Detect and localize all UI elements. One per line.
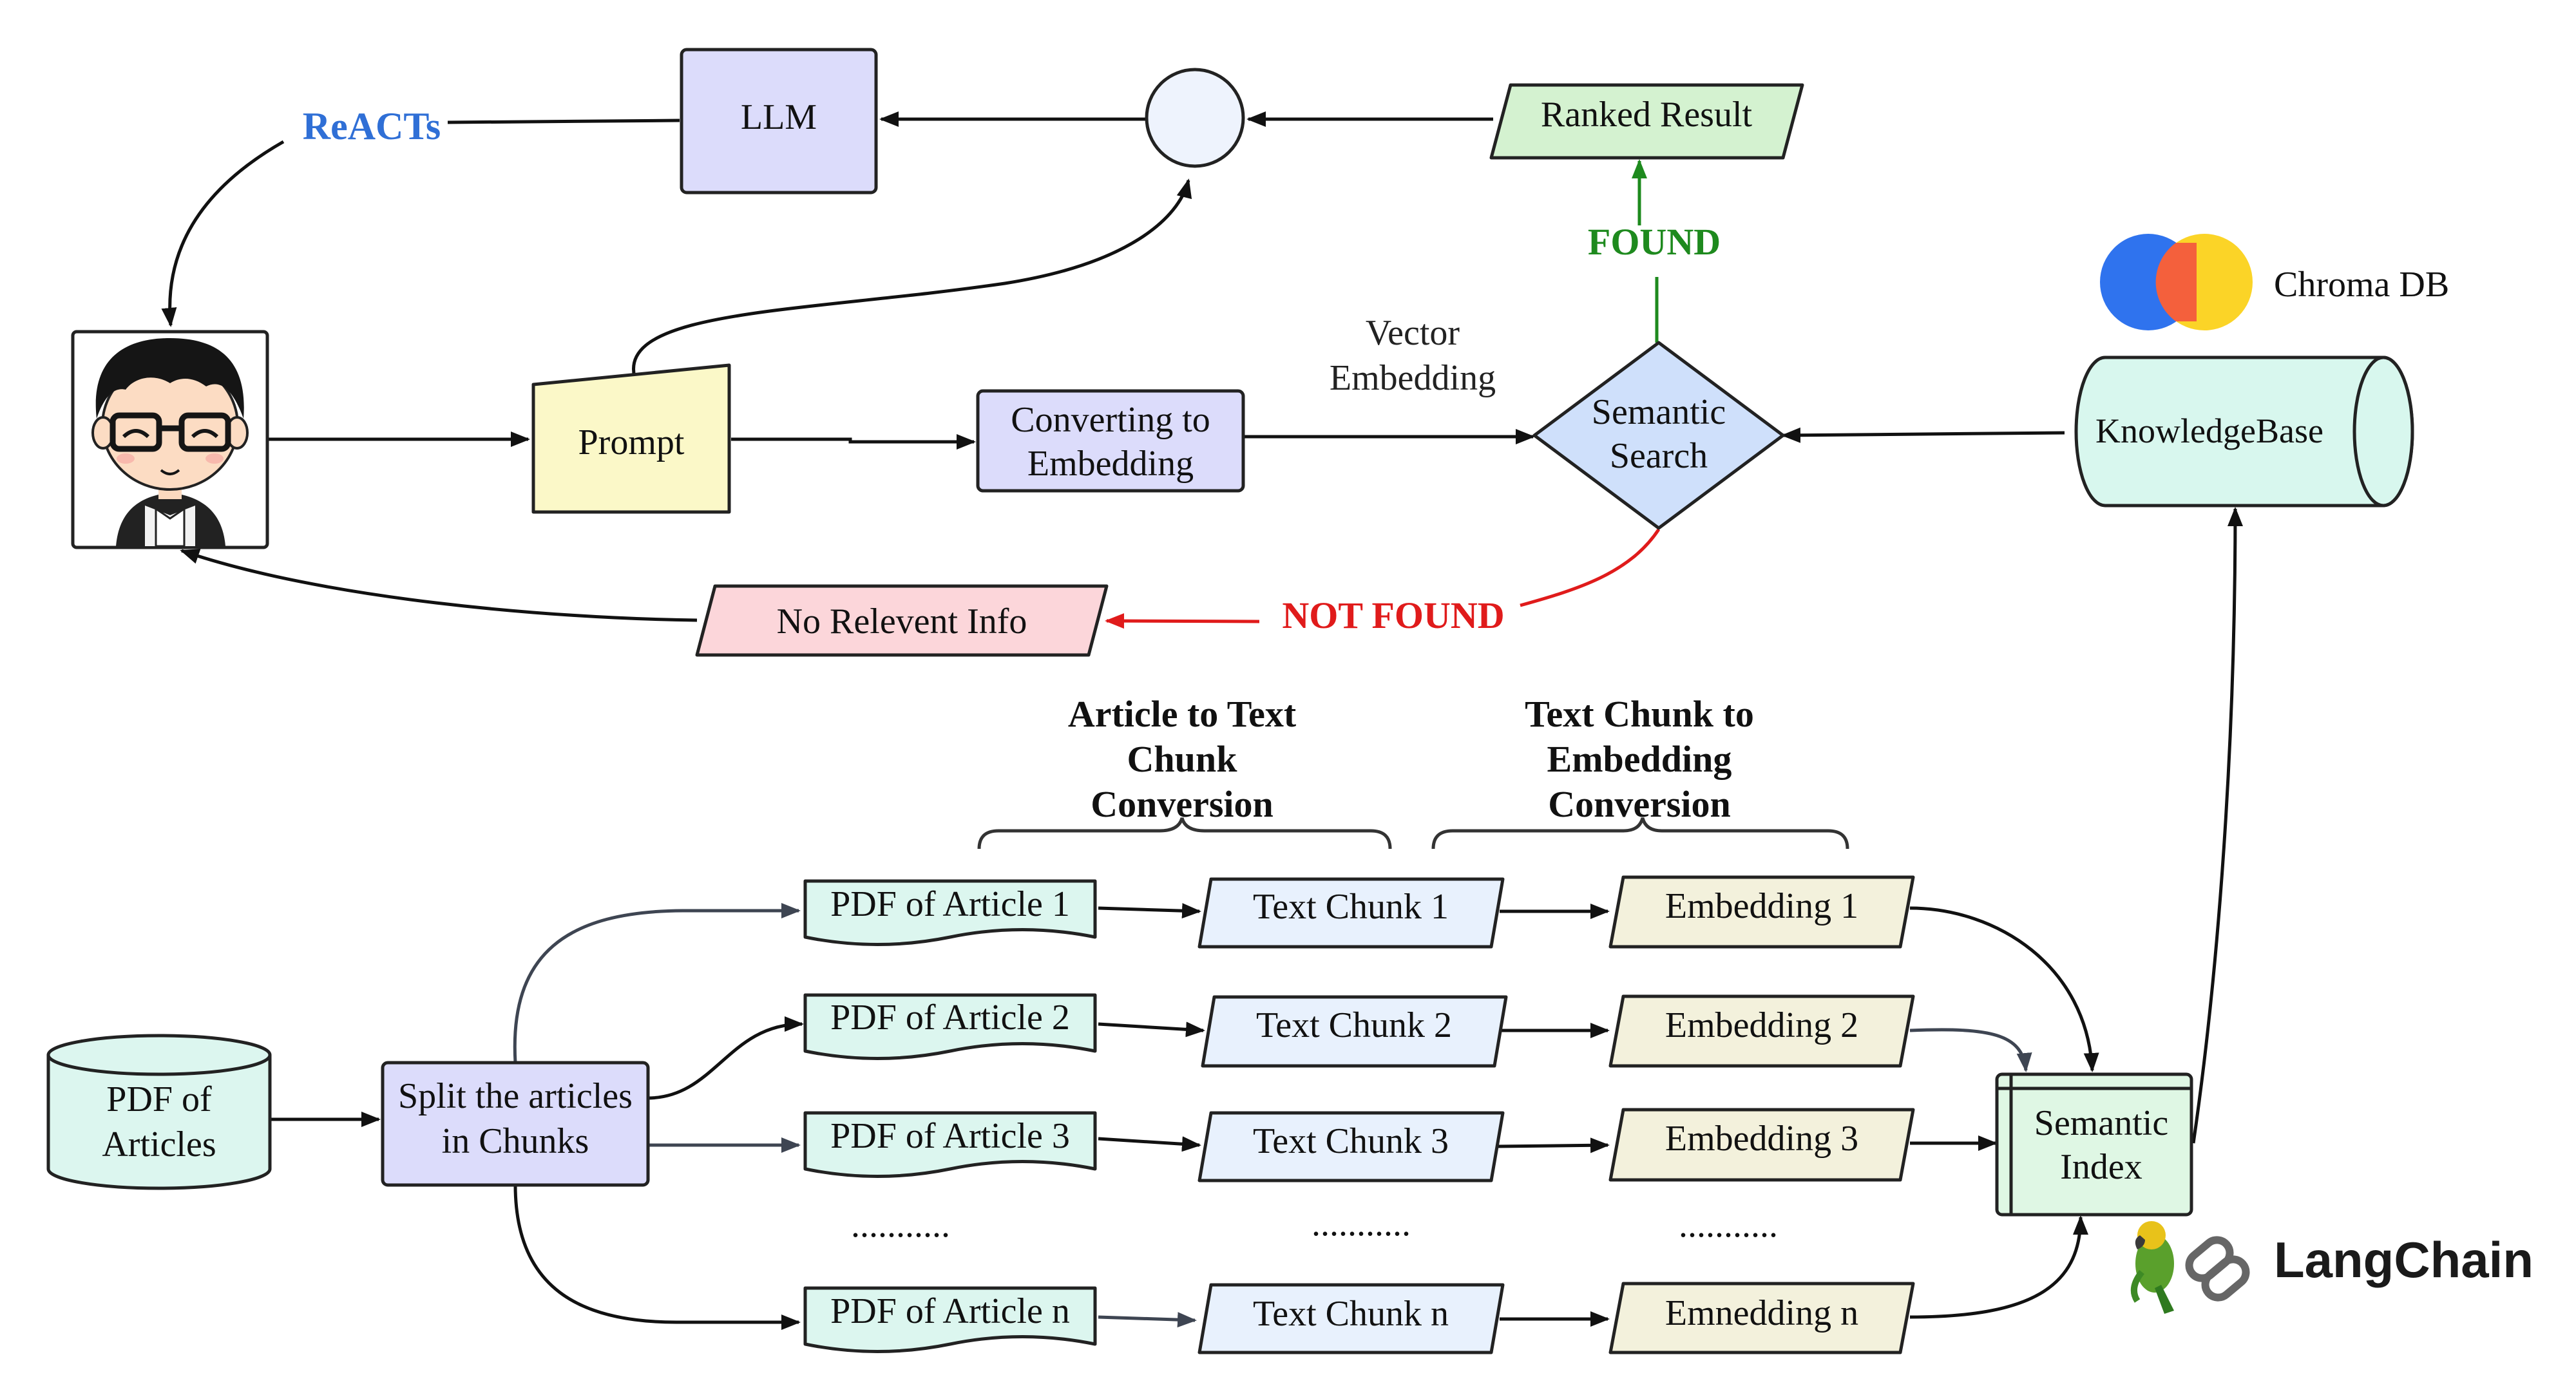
pdf-article-3[interactable]: PDF of Article 3 — [803, 1111, 1097, 1178]
langchain-logo: LangChain — [2130, 1221, 2533, 1314]
semantic-search-node[interactable]: Semantic Search — [1532, 341, 1785, 530]
edge-prompt-to-converting — [731, 434, 976, 450]
knowledge-base-label: KnowledgeBase — [2095, 412, 2323, 450]
converting-node[interactable]: Converting to Embedding — [976, 389, 1245, 493]
llm-node[interactable]: LLM — [680, 48, 878, 195]
chroma-logo: Chroma DB — [2100, 234, 2449, 330]
edge-pdfn-to-chunkn — [1098, 1312, 1197, 1328]
edge-prompt-to-combine — [632, 178, 1192, 377]
embedding-n-label: Emnedding n — [1665, 1293, 1858, 1333]
edges — [161, 111, 2243, 1330]
edge-search-to-notfound-label — [1520, 528, 1661, 607]
avatar-glasses — [110, 412, 231, 452]
semantic-search-line1: Semantic — [1592, 392, 1726, 432]
prompt-node[interactable]: Prompt — [531, 363, 731, 514]
text-chunk-n-label: Text Chunk n — [1253, 1294, 1449, 1334]
edge-split-to-pdfn — [513, 1184, 801, 1330]
stage2-line1: Text Chunk to — [1525, 693, 1754, 735]
stage1-line2: Chunk — [1127, 738, 1238, 780]
converting-line1: Converting to — [1011, 400, 1210, 440]
text-chunk-n[interactable]: Text Chunk n — [1197, 1283, 1505, 1354]
edge-pdf3-to-chunk3 — [1098, 1136, 1201, 1152]
chroma-logo-text: Chroma DB — [2274, 265, 2449, 305]
semantic-index-node[interactable]: Semantic Index — [1995, 1072, 2193, 1217]
no-relevant-info-node[interactable]: No Relevent Info — [695, 584, 1109, 657]
pdf-article-2[interactable]: PDF of Article 2 — [803, 993, 1097, 1060]
chain-link-icon — [2185, 1236, 2250, 1302]
ellipsis-chunk: ........... — [1312, 1204, 1411, 1244]
ranked-result-node[interactable]: Ranked Result — [1489, 83, 1804, 160]
ranked-result-label: Ranked Result — [1541, 95, 1753, 135]
pdf-store-line2: Articles — [102, 1125, 216, 1164]
embedding-3-label: Embedding 3 — [1665, 1119, 1858, 1159]
embedding-2-label: Embedding 2 — [1665, 1005, 1858, 1045]
semantic-index-line2: Index — [2060, 1147, 2142, 1187]
edge-noinfo-to-user — [180, 549, 698, 622]
pdf-article-1-label: PDF of Article 1 — [830, 884, 1070, 924]
text-chunk-1[interactable]: Text Chunk 1 — [1197, 877, 1505, 949]
found-label: FOUND — [1588, 221, 1721, 263]
ellipsis-pdf: ........... — [851, 1205, 950, 1245]
stage2-brace — [1431, 817, 1849, 849]
langchain-logo-text: LangChain — [2274, 1231, 2533, 1288]
pdf-article-2-label: PDF of Article 2 — [830, 998, 1070, 1038]
pdf-article-1[interactable]: PDF of Article 1 — [803, 879, 1097, 946]
edge-reacts-to-user — [161, 140, 285, 327]
text-chunk-2-label: Text Chunk 2 — [1256, 1005, 1452, 1045]
stage2-line3: Conversion — [1548, 783, 1731, 825]
edge-split-to-pdf2 — [647, 1016, 804, 1100]
embedding-n[interactable]: Emnedding n — [1608, 1282, 1915, 1354]
edge-embn-to-index — [1909, 1215, 2088, 1319]
edge-kb-to-search — [1781, 427, 2065, 443]
embedding-1[interactable]: Embedding 1 — [1608, 875, 1915, 949]
knowledge-base-node[interactable]: KnowledgeBase — [2074, 356, 2414, 508]
pdf-article-n[interactable]: PDF of Article n — [803, 1286, 1097, 1353]
converting-line2: Embedding — [1027, 444, 1194, 484]
text-chunk-3-label: Text Chunk 3 — [1253, 1121, 1449, 1161]
prompt-label: Prompt — [578, 422, 685, 462]
edge-pdf1-to-chunk1 — [1098, 903, 1201, 919]
split-node[interactable]: Split the articles in Chunks — [381, 1061, 650, 1187]
embedding-2[interactable]: Embedding 2 — [1608, 994, 1915, 1068]
edge-emb1-to-index — [1909, 906, 2099, 1072]
edge-emb2-to-index — [1909, 1028, 2032, 1072]
stage1-brace — [977, 817, 1392, 849]
pdf-store-line1: PDF of — [106, 1079, 212, 1119]
user-avatar[interactable] — [71, 330, 269, 549]
parrot-icon — [2130, 1221, 2174, 1314]
semantic-index-line1: Semantic — [2034, 1103, 2168, 1143]
reacts-label: ReACTs — [303, 105, 441, 147]
text-chunk-1-label: Text Chunk 1 — [1253, 887, 1449, 927]
stage2-line2: Embedding — [1547, 738, 1732, 780]
embedding-1-label: Embedding 1 — [1665, 886, 1858, 926]
combine-node[interactable] — [1145, 68, 1245, 168]
pdf-store-node[interactable]: PDF of Articles — [46, 1034, 272, 1190]
vector-embedding-line1: Vector — [1366, 313, 1460, 353]
edge-chunk3-to-emb3 — [1497, 1137, 1610, 1153]
not-found-label: NOT FOUND — [1282, 594, 1504, 636]
avatar-hair — [95, 338, 244, 419]
text-chunk-3[interactable]: Text Chunk 3 — [1197, 1111, 1505, 1182]
split-line1: Split the articles — [398, 1076, 633, 1116]
edge-notfound-to-noinfo — [1105, 613, 1260, 629]
vector-embedding-line2: Embedding — [1330, 358, 1496, 398]
split-line2: in Chunks — [442, 1121, 589, 1161]
pdf-article-n-label: PDF of Article n — [830, 1291, 1070, 1331]
embedding-3[interactable]: Embedding 3 — [1608, 1108, 1915, 1182]
semantic-search-line2: Search — [1610, 436, 1708, 476]
ellipsis-embedding: ........... — [1679, 1205, 1778, 1245]
edge-split-to-pdf1 — [513, 903, 801, 1063]
stage-header-chunk-to-embedding: Text Chunk to Embedding Conversion — [1431, 693, 1849, 849]
text-chunk-2[interactable]: Text Chunk 2 — [1201, 995, 1508, 1068]
edge-llm-to-reacts — [447, 119, 680, 124]
pdf-article-3-label: PDF of Article 3 — [830, 1116, 1070, 1156]
no-relevant-info-label: No Relevent Info — [777, 602, 1027, 641]
llm-label: LLM — [741, 97, 817, 137]
edge-index-to-kb — [2191, 507, 2243, 1144]
edge-pdf2-to-chunk2 — [1098, 1021, 1205, 1038]
stage1-line1: Article to Text — [1068, 693, 1297, 735]
stage-header-article-to-chunk: Article to Text Chunk Conversion — [977, 693, 1392, 849]
